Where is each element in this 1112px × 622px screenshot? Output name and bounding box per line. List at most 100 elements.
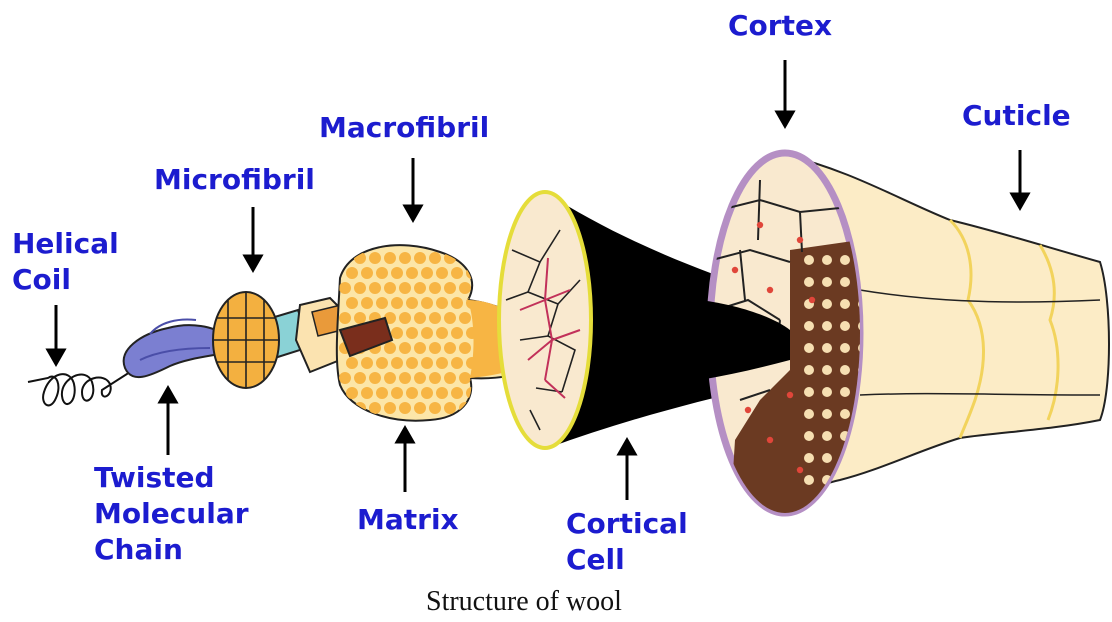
label-twisted-line3: Chain xyxy=(94,532,249,568)
matrix-dot xyxy=(384,402,396,414)
matrix-dot xyxy=(361,387,373,399)
matrix-dot xyxy=(421,297,433,309)
matrix-dot xyxy=(429,252,441,264)
cortex-dot xyxy=(822,255,832,265)
matrix-dot xyxy=(421,387,433,399)
label-cortical-cell: Cortical Cell xyxy=(566,506,688,578)
matrix-dot xyxy=(346,267,358,279)
matrix-dot xyxy=(421,267,433,279)
matrix-dot xyxy=(414,312,426,324)
label-microfibril: Microfibril xyxy=(154,162,315,198)
matrix-dot xyxy=(391,267,403,279)
matrix-dot xyxy=(451,267,463,279)
matrix-dot xyxy=(444,282,456,294)
matrix-dot xyxy=(451,297,463,309)
cortex-dot xyxy=(804,475,814,485)
matrix-dot xyxy=(459,342,471,354)
cortex-dot xyxy=(840,277,850,287)
matrix-dot xyxy=(399,372,411,384)
matrix-dot xyxy=(369,282,381,294)
cortex-dot xyxy=(804,409,814,419)
cortex-dot xyxy=(822,299,832,309)
matrix-dot xyxy=(414,252,426,264)
matrix-dot xyxy=(414,282,426,294)
matrix-dot xyxy=(429,372,441,384)
matrix-dot xyxy=(399,342,411,354)
matrix-dot xyxy=(376,297,388,309)
matrix-dot xyxy=(436,267,448,279)
cortex-dot xyxy=(804,343,814,353)
microfibril-shape xyxy=(212,292,305,390)
matrix-dot xyxy=(451,387,463,399)
matrix-dot xyxy=(339,372,351,384)
matrix-dot xyxy=(444,402,456,414)
matrix-dot xyxy=(361,297,373,309)
matrix-dot xyxy=(391,297,403,309)
matrix-dot xyxy=(376,267,388,279)
cortex-red-dot xyxy=(732,267,738,273)
matrix-dot xyxy=(436,387,448,399)
matrix-dot xyxy=(421,327,433,339)
label-matrix: Matrix xyxy=(357,502,459,538)
matrix-dot xyxy=(436,297,448,309)
matrix-dot xyxy=(346,357,358,369)
matrix-dot xyxy=(429,402,441,414)
cortex-red-dot xyxy=(797,237,803,243)
label-twisted-molecular-chain: Twisted Molecular Chain xyxy=(94,460,249,568)
matrix-dot xyxy=(451,327,463,339)
cortex-dot xyxy=(804,277,814,287)
matrix-dot xyxy=(354,282,366,294)
matrix-dot xyxy=(406,357,418,369)
matrix-dot xyxy=(466,297,478,309)
cortex-red-dot xyxy=(809,297,815,303)
cortex-dot xyxy=(840,387,850,397)
figure-caption: Structure of wool xyxy=(426,586,622,618)
cortex-dot xyxy=(822,277,832,287)
matrix-dot xyxy=(376,387,388,399)
matrix-dot xyxy=(459,402,471,414)
cortex-red-dot xyxy=(767,287,773,293)
matrix-dot xyxy=(339,282,351,294)
label-cortical-cell-line1: Cortical xyxy=(566,506,688,542)
cortex-dot xyxy=(858,475,868,485)
label-twisted-line2: Molecular xyxy=(94,496,249,532)
cortex-red-dot xyxy=(767,437,773,443)
matrix-dot xyxy=(466,267,478,279)
matrix-dot xyxy=(414,372,426,384)
cortex-dot xyxy=(804,431,814,441)
label-cortex: Cortex xyxy=(728,8,832,44)
cortex-dot xyxy=(840,343,850,353)
cortex-dot xyxy=(822,431,832,441)
matrix-dot xyxy=(399,252,411,264)
matrix-dot xyxy=(391,387,403,399)
matrix-dot xyxy=(444,342,456,354)
matrix-dot xyxy=(406,267,418,279)
matrix-dot xyxy=(466,357,478,369)
cortex-red-dot xyxy=(797,467,803,473)
cortex-dot xyxy=(840,321,850,331)
label-macrofibril: Macrofibril xyxy=(319,110,489,146)
matrix-dot xyxy=(399,402,411,414)
matrix-dot xyxy=(384,342,396,354)
matrix-dot xyxy=(406,387,418,399)
matrix-dot xyxy=(429,282,441,294)
matrix-dot xyxy=(414,402,426,414)
cortex-dot xyxy=(822,365,832,375)
cortex-dot xyxy=(822,387,832,397)
matrix-dot xyxy=(384,372,396,384)
cortex-red-dot xyxy=(787,392,793,398)
matrix-dot xyxy=(399,282,411,294)
matrix-dot xyxy=(346,297,358,309)
matrix-dot xyxy=(444,312,456,324)
matrix-dot xyxy=(436,327,448,339)
matrix-dot xyxy=(459,372,471,384)
matrix-dot xyxy=(369,372,381,384)
cortex-dot xyxy=(840,299,850,309)
label-cuticle: Cuticle xyxy=(962,98,1071,134)
cortex-dot xyxy=(840,365,850,375)
label-twisted-line1: Twisted xyxy=(94,460,249,496)
matrix-dot xyxy=(361,267,373,279)
matrix-dot xyxy=(459,282,471,294)
matrix-dot xyxy=(384,282,396,294)
